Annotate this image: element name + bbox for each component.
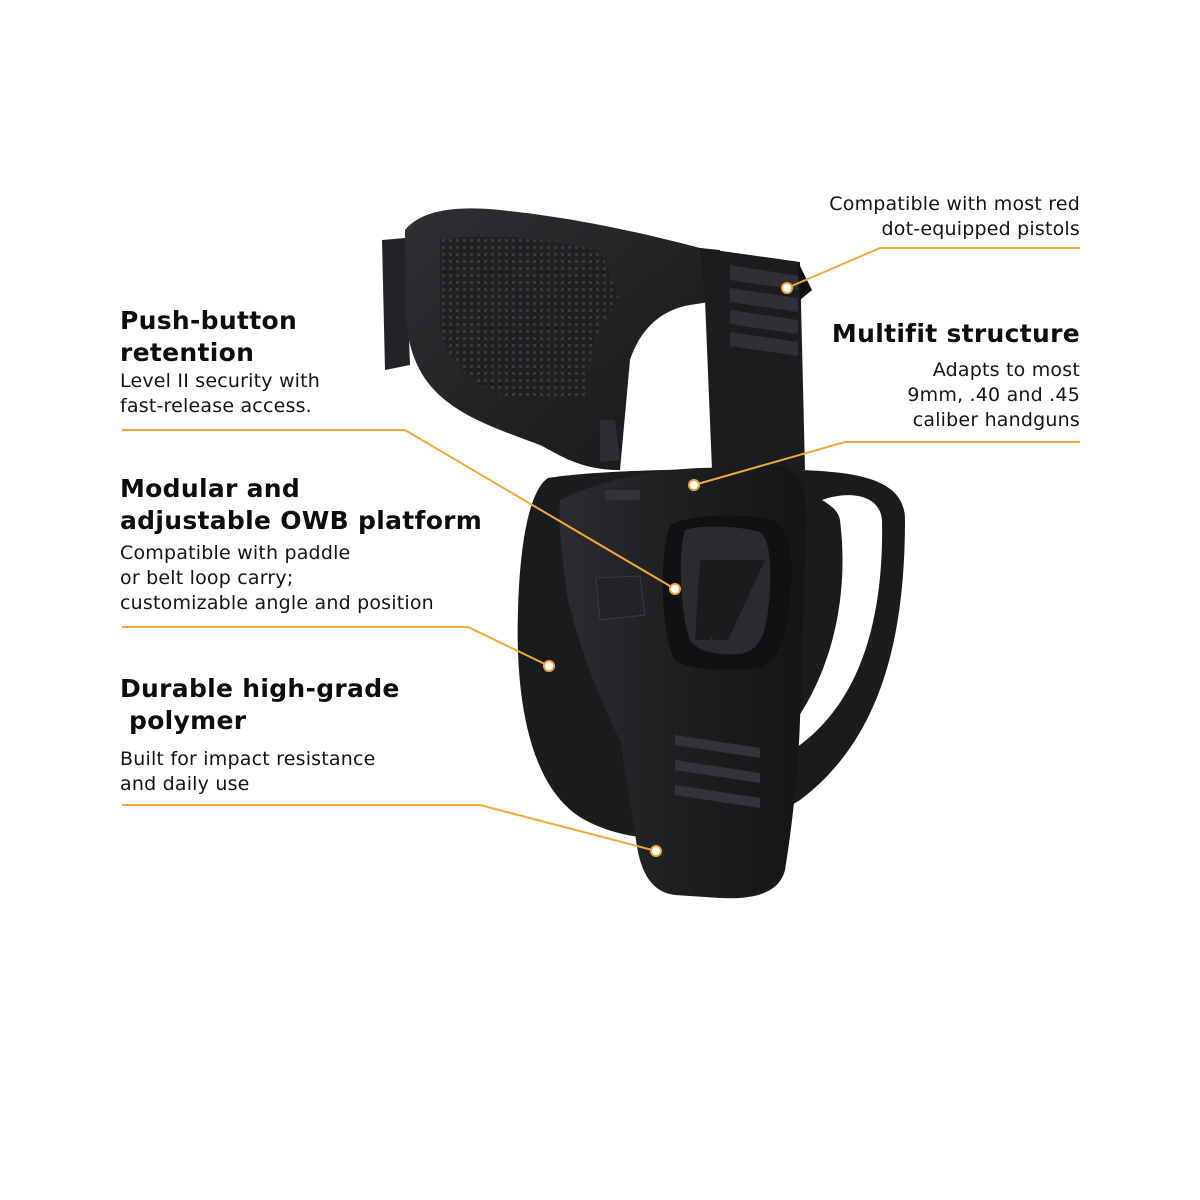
callout-multifit-body: Adapts to most 9mm, .40 and .45 caliber … [907, 359, 1080, 431]
callout-modular-body: Compatible with paddle or belt loop carr… [120, 542, 434, 614]
dot-push-button [669, 583, 681, 595]
dot-modular [543, 660, 555, 672]
adjust-tab [595, 575, 646, 621]
callout-durable: Durable high-grade polymer Built for imp… [120, 673, 480, 797]
callout-multifit-heading: Multifit structure [831, 319, 1080, 348]
callout-dots [543, 282, 793, 857]
leader-multifit [693, 441, 1080, 486]
callout-push-button-heading: Push-button retention [120, 306, 298, 367]
belt-slot [783, 495, 883, 748]
callout-durable-body: Built for impact resistance and daily us… [120, 748, 376, 795]
callout-push-button-body: Level II security with fast-release acce… [120, 370, 321, 417]
callout-modular: Modular and adjustable OWB platform Comp… [120, 473, 540, 616]
leader-lines [122, 247, 1080, 852]
trigger-guard [600, 420, 620, 462]
leader-red-dot [786, 247, 1080, 289]
magazine [382, 238, 410, 370]
leader-durable [122, 804, 657, 852]
callout-push-button: Push-button retention Level II security … [120, 305, 450, 419]
dot-durable [650, 845, 662, 857]
dot-multifit [688, 479, 700, 491]
callout-multifit: Multifit structure Adapts to most 9mm, .… [780, 318, 1080, 433]
callout-red-dot-body: Compatible with most red dot-equipped pi… [829, 193, 1080, 240]
callout-red-dot: Compatible with most red dot-equipped pi… [700, 192, 1080, 242]
callout-durable-heading: Durable high-grade polymer [120, 674, 400, 735]
dot-red-dot [781, 282, 793, 294]
leader-modular [122, 626, 550, 667]
leader-push-button [122, 429, 676, 590]
grip-stippling [440, 236, 620, 400]
callout-modular-heading: Modular and adjustable OWB platform [120, 474, 483, 535]
